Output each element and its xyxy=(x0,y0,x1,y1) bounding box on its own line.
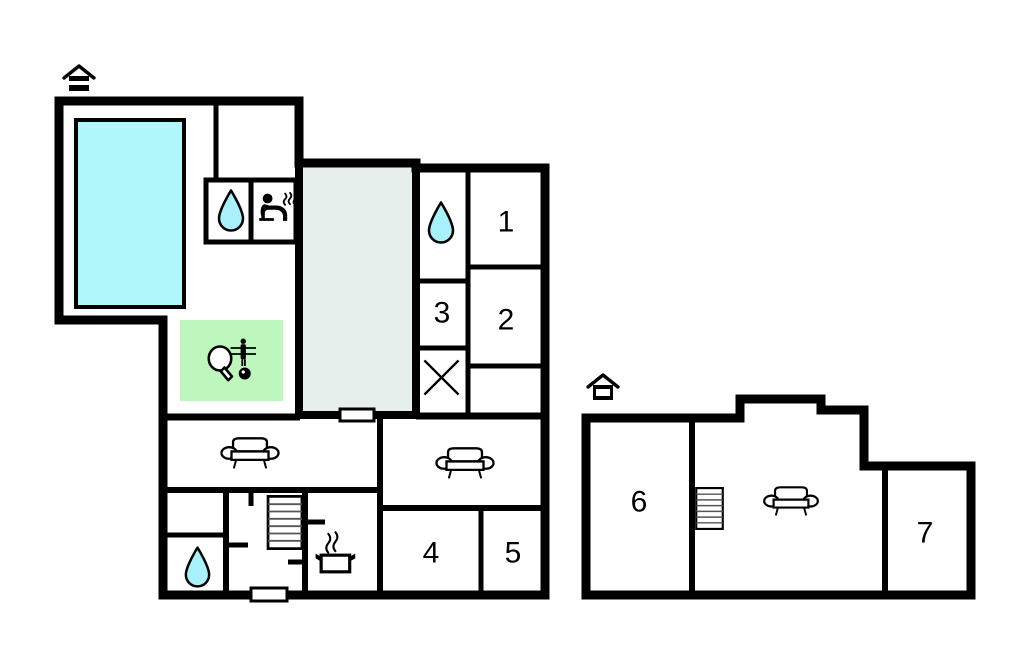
sofa-icon-left xyxy=(220,437,280,470)
annex-outer-wall xyxy=(581,394,976,600)
room-number-6: 6 xyxy=(631,486,648,519)
water-drop-icon-lower-bath xyxy=(184,546,211,588)
room-number-4: 4 xyxy=(423,537,440,570)
house-icon-outline-annex xyxy=(586,373,620,402)
sauna-icon xyxy=(258,191,297,222)
cooking-pot-icon xyxy=(314,530,357,574)
room-number-2: 2 xyxy=(498,304,515,337)
room-number-5: 5 xyxy=(505,537,522,570)
pool-water xyxy=(76,120,184,307)
sofa-icon-right xyxy=(435,447,495,480)
annex-building: 6 7 xyxy=(581,373,976,600)
water-drop-icon-right-bath xyxy=(427,201,455,244)
sofa-icon-annex xyxy=(763,486,819,517)
room-number-3: 3 xyxy=(434,297,451,330)
main-entrance-door xyxy=(249,586,289,603)
conservatory-door xyxy=(338,407,376,423)
cross-icon-storage xyxy=(423,359,460,396)
stairs-icon-main xyxy=(266,495,304,550)
house-icon-filled-main xyxy=(62,64,96,93)
room-number-7: 7 xyxy=(917,517,934,550)
room-number-1: 1 xyxy=(498,206,515,239)
main-building: 1 2 3 4 5 xyxy=(54,64,550,603)
main-outer-wall-right xyxy=(163,163,550,600)
conservatory-area xyxy=(300,163,416,416)
pool-edge xyxy=(74,118,186,309)
stairs-icon-annex xyxy=(695,487,724,530)
water-drop-icon-upper-bath xyxy=(217,189,245,232)
